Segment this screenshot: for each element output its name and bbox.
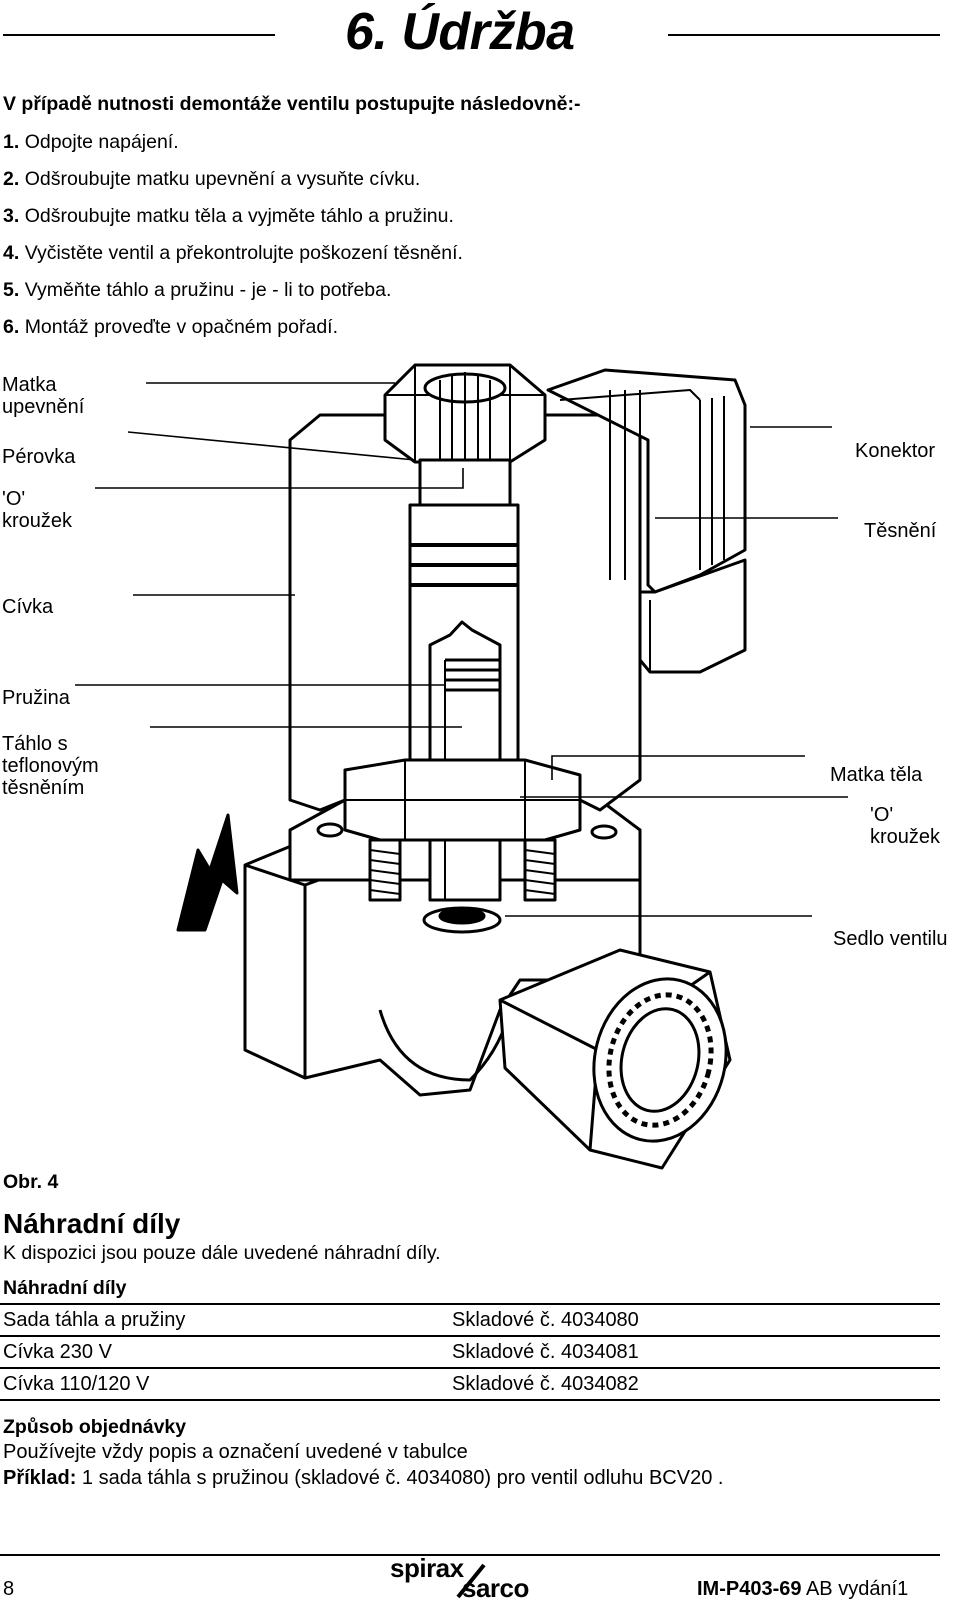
table-rule (0, 1303, 940, 1305)
part-name: Cívka 230 V (3, 1341, 112, 1363)
ordering-heading: Způsob objednávky (3, 1416, 187, 1438)
part-code: Skladové č. 4034080 (452, 1309, 639, 1331)
label-perovka: Pérovka (2, 446, 76, 468)
ordering-example: Příklad: 1 sada táhla s pružinou (sklado… (3, 1467, 724, 1489)
document-reference: IM-P403-69 AB vydání1 (697, 1578, 909, 1600)
spares-table-heading: Náhradní díly (3, 1277, 127, 1299)
step-item: 3. Odšroubujte matku těla a vyjměte táhl… (3, 205, 454, 227)
header-rule-right (668, 34, 940, 36)
steps-list: 1. Odpojte napájení. 2. Odšroubujte matk… (3, 130, 463, 352)
spares-subtitle: K dispozici jsou pouze dále uvedené náhr… (3, 1242, 441, 1264)
label-matka-tela: Matka těla (830, 764, 923, 786)
part-code: Skladové č. 4034081 (452, 1341, 639, 1363)
label-o-krouzek-right: 'O'kroužek (870, 804, 941, 848)
step-item: 5. Vyměňte táhlo a pružinu - je - li to … (3, 279, 392, 301)
page-title: 6. Údržba (345, 3, 575, 61)
spirax-sarco-logo: spirax sarco (390, 1553, 529, 1603)
ordering-text: Používejte vždy popis a označení uvedené… (3, 1441, 468, 1463)
step-item: 1. Odpojte napájení. (3, 131, 179, 153)
label-o-krouzek-left: 'O'kroužek (2, 488, 73, 532)
part-code: Skladové č. 4034082 (452, 1373, 639, 1395)
part-name: Sada táhla a pružiny (3, 1309, 186, 1331)
table-rule (0, 1367, 940, 1369)
step-item: 4. Vyčistěte ventil a překontrolujte poš… (3, 242, 463, 264)
page-number: 8 (3, 1578, 15, 1600)
figure-caption: Obr. 4 (3, 1171, 59, 1193)
intro-text: V případě nutnosti demontáže ventilu pos… (3, 93, 581, 115)
step-item: 2. Odšroubujte matku upevnění a vysuňte … (3, 168, 421, 190)
label-konektor: Konektor (855, 440, 936, 462)
label-sedlo-ventilu: Sedlo ventilu (833, 928, 948, 950)
header-rule-left (3, 34, 275, 36)
label-tesneni: Těsnění (864, 520, 937, 542)
table-rule (0, 1335, 940, 1337)
step-item: 6. Montáž proveďte v opačném pořadí. (3, 316, 339, 338)
table-row: Cívka 110/120 V Skladové č. 4034082 (0, 1369, 940, 1401)
table-rule (0, 1399, 940, 1401)
label-pruzina: Pružina (2, 687, 70, 709)
spares-heading: Náhradní díly (3, 1208, 181, 1239)
footer-rule (0, 1554, 940, 1556)
part-name: Cívka 110/120 V (3, 1373, 150, 1395)
solenoid-valve-diagram (75, 363, 848, 1170)
label-civka: Cívka (2, 596, 54, 618)
table-row: Cívka 230 V Skladové č. 4034081 (0, 1337, 940, 1369)
table-row: Sada táhla a pružiny Skladové č. 4034080 (0, 1305, 940, 1337)
